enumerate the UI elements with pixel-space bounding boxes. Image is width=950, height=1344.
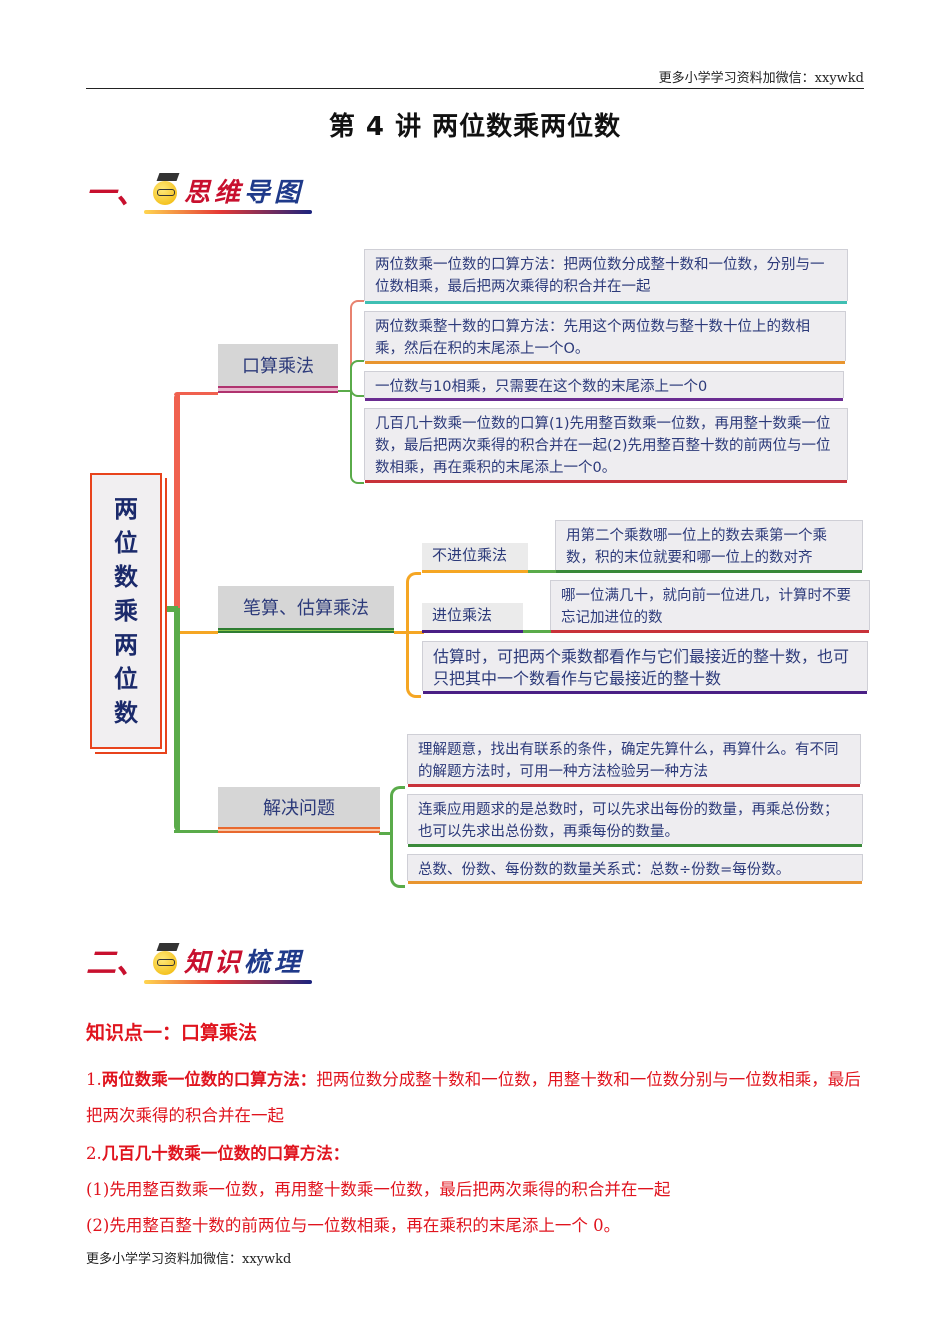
leaf-node[interactable]: 一位数与10相乘，只需要在这个数的末尾添上一个0 (364, 371, 844, 401)
connector-b1-l3 (350, 383, 366, 397)
leaf-node[interactable]: 用第二个乘数哪一位上的数去乘第一个乘数，积的末位就要和哪一位上的数对齐 (555, 520, 863, 573)
knowledge-item-2-1: (1)先用整百数乘一位数，再用整十数乘一位数，最后把两次乘得的积合并在一起 (86, 1172, 866, 1208)
leaf-text: 理解题意，找出有联系的条件，确定先算什么，再算什么。有不同的解题方法时，可用一种… (418, 742, 839, 780)
item-number: 2. (86, 1144, 102, 1163)
connector-b3 (390, 786, 405, 888)
leaf-underline (365, 480, 847, 483)
item-text: (1)先用整百数乘一位数，再用整十数乘一位数，最后把两次乘得的积合并在一起 (86, 1180, 671, 1199)
sub-node-carry[interactable]: 进位乘法 (422, 603, 523, 630)
leaf-text: 连乘应用题求的是总数时，可以先求出每份的数量，再乘总份数；也可以先求出总份数，再… (418, 802, 839, 840)
section-number: 一、 (86, 176, 146, 211)
root-node[interactable]: 两 位 数 乘 两 位 数 (90, 473, 162, 749)
leaf-text: 用第二个乘数哪一位上的数去乘第一个乘数，积的末位就要和哪一位上的数对齐 (566, 528, 827, 566)
section-banner-mindmap: 一、 思维导图 (86, 166, 312, 214)
branch-label: 笔算、估算乘法 (243, 598, 369, 619)
connector-sub1 (528, 570, 556, 573)
leaf-node[interactable]: 几百几十数乘一位数的口算(1)先用整百数乘一位数，再用整十数乘一位数，最后把两次… (364, 408, 848, 483)
branch-underline (218, 386, 338, 393)
leaf-node[interactable]: 哪一位满几十，就向前一位进几，计算时不要忘记加进位的数 (550, 580, 870, 633)
leaf-node[interactable]: 理解题意，找出有联系的条件，确定先算什么，再算什么。有不同的解题方法时，可用一种… (407, 734, 861, 787)
leaf-node[interactable]: 两位数乘一位数的口算方法：把两位数分成整十数和一位数，分别与一位数相乘，最后把两… (364, 249, 848, 304)
branch-node-written-estimation[interactable]: 笔算、估算乘法 (218, 586, 394, 633)
root-char: 两 (114, 495, 138, 523)
item-text: (2)先用整百整十数的前两位与一位数相乘，再在乘积的末尾添上一个 0。 (86, 1216, 621, 1235)
header-note: 更多小学学习资料加微信：xxywkd (658, 71, 864, 86)
root-char: 位 (114, 529, 138, 557)
connector-b1-red (350, 300, 364, 390)
root-char: 乘 (114, 597, 138, 625)
item-heading: 两位数乘一位数的口算方法： (101, 1070, 317, 1089)
leaf-underline (551, 630, 869, 633)
branch-node-problem-solving[interactable]: 解决问题 (218, 787, 380, 833)
connector-b2-mid (394, 631, 424, 634)
connector-red (174, 392, 180, 608)
page-title: 第 4 讲 两位数乘两位数 (328, 112, 622, 142)
connector-red-top (174, 392, 218, 395)
leaf-text: 总数、份数、每份数的数量关系式：总数÷份数=每份数。 (418, 862, 791, 878)
leaf-text: 两位数乘一位数的口算方法：把两位数分成整十数和一位数，分别与一位数相乘，最后把两… (375, 257, 825, 295)
leaf-node[interactable]: 估算时，可把两个乘数都看作与它们最接近的整十数，也可只把其中一个数看作与它最接近… (422, 641, 868, 694)
leaf-underline (423, 691, 867, 694)
branch-label: 解决问题 (263, 798, 335, 819)
leaf-underline (408, 784, 860, 787)
root-char: 数 (114, 563, 138, 591)
root-char: 数 (114, 699, 138, 727)
footer-note: 更多小学学习资料加微信：xxywkd (86, 1252, 292, 1267)
leaf-underline (408, 881, 862, 884)
sub-label: 不进位乘法 (432, 546, 508, 564)
leaf-text: 哪一位满几十，就向前一位进几，计算时不要忘记加进位的数 (561, 588, 851, 626)
connector-b3-mid (379, 832, 393, 835)
section-title: 知识梳理 (184, 947, 305, 978)
leaf-node[interactable]: 总数、份数、每份数的数量关系式：总数÷份数=每份数。 (407, 854, 863, 884)
root-char: 两 (114, 631, 138, 659)
connector-b1-mid (337, 390, 351, 392)
connector-sub2 (523, 630, 551, 633)
leaf-underline (556, 570, 862, 573)
header-divider (86, 88, 864, 89)
connector-b2 (406, 572, 421, 698)
leaf-node[interactable]: 连乘应用题求的是总数时，可以先求出每份的数量，再乘总份数；也可以先求出总份数，再… (407, 794, 863, 847)
leaf-underline (365, 301, 847, 304)
leaf-underline (365, 361, 845, 364)
banner-underline (144, 980, 312, 984)
banner-underline (144, 210, 312, 214)
knowledge-point-title: 知识点一：口算乘法 (86, 1022, 258, 1044)
connector-green-bottom (174, 830, 218, 833)
sub-underline (422, 570, 528, 573)
mascot-icon (150, 943, 180, 977)
branch-label: 口算乘法 (242, 356, 314, 377)
connector-b1-green (350, 360, 364, 484)
sub-node-no-carry[interactable]: 不进位乘法 (422, 543, 528, 570)
leaf-node[interactable]: 两位数乘整十数的口算方法：先用这个两位数与整十数十位上的数相乘，然后在积的末尾添… (364, 311, 846, 364)
leaf-underline (408, 844, 862, 847)
item-number: 1. (86, 1070, 102, 1089)
leaf-text: 估算时，可把两个乘数都看作与它们最接近的整十数，也可只把其中一个数看作与它最接近… (433, 647, 850, 688)
connector-orange (180, 631, 218, 634)
leaf-text: 几百几十数乘一位数的口算(1)先用整百数乘一位数，再用整十数乘一位数，最后把两次… (375, 416, 831, 476)
leaf-text: 两位数乘整十数的口算方法：先用这个两位数与整十数十位上的数相乘，然后在积的末尾添… (375, 319, 810, 357)
knowledge-item-1: 1.两位数乘一位数的口算方法：把两位数分成整十数和一位数，用整十数和一位数分别与… (86, 1062, 866, 1134)
item-heading: 几百几十数乘一位数的口算方法： (101, 1144, 350, 1163)
section-number: 二、 (86, 946, 146, 981)
sub-label: 进位乘法 (432, 606, 493, 624)
mascot-icon (150, 173, 180, 207)
sub-underline (422, 630, 523, 633)
branch-underline (218, 827, 380, 833)
leaf-underline (365, 398, 843, 401)
knowledge-item-2: 2.几百几十数乘一位数的口算方法： (86, 1136, 866, 1172)
connector-green (174, 608, 180, 832)
knowledge-item-2-2: (2)先用整百整十数的前两位与一位数相乘，再在乘积的末尾添上一个 0。 (86, 1208, 866, 1244)
leaf-text: 一位数与10相乘，只需要在这个数的末尾添上一个0 (375, 379, 708, 395)
root-char: 位 (114, 665, 138, 693)
item-text: 把两位数分成整十数和一位数，用整十数和一位数分别与一位数相乘，最后把两次乘得的积… (86, 1070, 861, 1125)
connector-root (160, 606, 178, 612)
branch-underline (218, 628, 394, 633)
section-banner-knowledge: 二、 知识梳理 (86, 936, 312, 984)
branch-node-oral-multiplication[interactable]: 口算乘法 (218, 344, 338, 393)
section-title: 思维导图 (184, 177, 305, 208)
